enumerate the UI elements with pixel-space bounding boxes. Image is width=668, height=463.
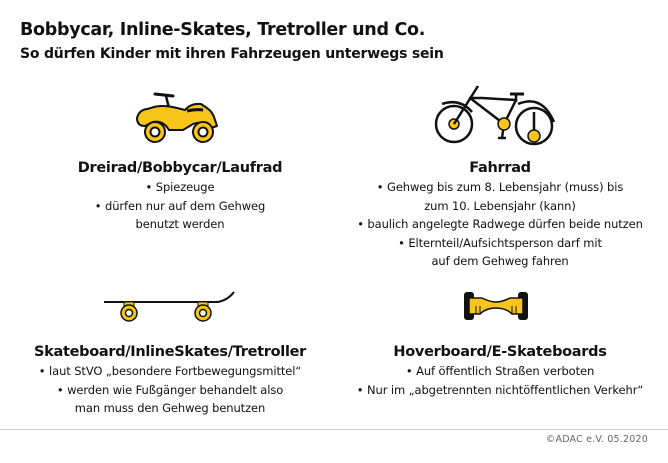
section-line: zum 10. Lebensjahr (kann) bbox=[424, 198, 576, 213]
section-heading: Dreirad/Bobbycar/Laufrad bbox=[77, 160, 283, 176]
section-line: • Gehweg bis zum 8. Lebensjahr (muss) bi… bbox=[376, 180, 624, 194]
section-line: • Spiezeuge bbox=[145, 180, 215, 194]
section-fahrrad: Fahrrad • Gehweg bis zum 8. Lebensjahr (… bbox=[340, 158, 660, 271]
section-heading: Fahrrad bbox=[469, 160, 531, 176]
hoverboard-icon bbox=[464, 292, 528, 320]
section-bobbycar: Dreirad/Bobbycar/Laufrad • Spiezeuge • d… bbox=[30, 158, 330, 234]
section-skateboard: Skateboard/InlineSkates/Tretroller • lau… bbox=[10, 342, 330, 418]
bobbycar-icon bbox=[136, 92, 218, 143]
page-title: Bobbycar, Inline-Skates, Tretroller und … bbox=[20, 20, 426, 40]
section-line: man muss den Gehweg benutzen bbox=[74, 401, 266, 415]
footer-divider bbox=[0, 429, 668, 430]
section-line: • baulich angelegte Radwege dürfen beide… bbox=[357, 217, 643, 231]
copyright-text: ©ADAC e.V. 05.2020 bbox=[545, 434, 648, 445]
section-line: • Nur im „abgetrennten nichtöffentlichen… bbox=[356, 382, 644, 397]
bicycle-icon bbox=[434, 85, 556, 146]
skateboard-icon bbox=[104, 291, 235, 322]
section-line: auf dem Gehweg fahren bbox=[431, 254, 569, 268]
section-line: • laut StVO „besondere Fortbewegungsmitt… bbox=[38, 364, 302, 378]
section-heading: Hoverboard/E-Skateboards bbox=[393, 344, 607, 360]
section-line: • dürfen nur auf dem Gehweg bbox=[94, 198, 266, 213]
page-subtitle: So dürfen Kinder mit ihren Fahrzeugen un… bbox=[20, 46, 444, 62]
section-line: • Auf öffentlich Straßen verboten bbox=[405, 364, 595, 378]
section-line: benutzt werden bbox=[135, 217, 225, 231]
section-line: • Elternteil/Aufsichtsperson darf mit bbox=[398, 235, 602, 250]
section-line: • werden wie Fußgänger behandelt also bbox=[56, 382, 284, 397]
section-hoverboard: Hoverboard/E-Skateboards • Auf öffentlic… bbox=[340, 342, 660, 399]
section-heading: Skateboard/InlineSkates/Tretroller bbox=[33, 344, 307, 360]
